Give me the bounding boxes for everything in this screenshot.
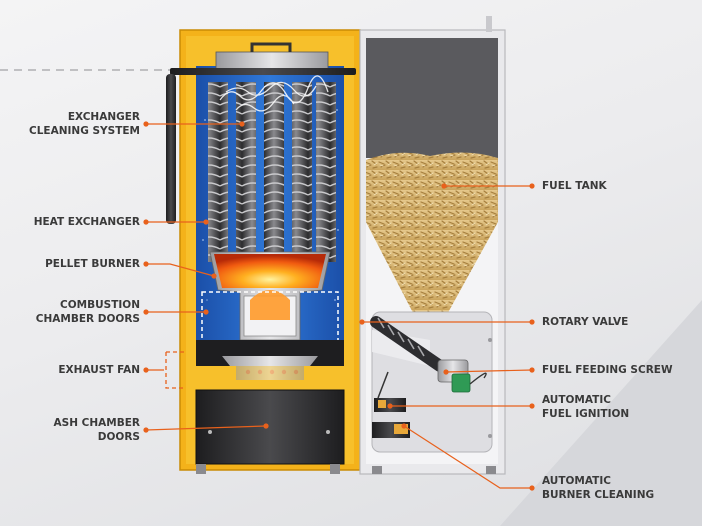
tank-foot-right [486,466,496,474]
label-exhaust-fan: EXHAUST FAN [58,364,140,376]
label-heat-exchanger: HEAT EXCHANGER [33,216,140,228]
cleaning-lever-bar [170,68,356,75]
control-cable [469,372,487,385]
boiler-unit [166,29,361,474]
exchanger-tubes [208,82,336,262]
callout-lines [145,123,533,489]
pellet-fill [366,152,498,338]
control-module [451,373,471,393]
tank-screw [488,338,492,342]
callout-line-ash-doors [145,425,267,431]
ash-door-latch-right[interactable] [326,430,330,434]
callout-line-burner-cleaning [403,425,532,489]
lid-handle [250,42,292,52]
ignition-wire [377,371,389,399]
label-rotary-valve: ROTARY VALVE [542,316,629,328]
fan-shroud [222,356,318,366]
cleaning-lever-handle [166,74,176,224]
burner-flame-core [250,290,290,320]
label-fuel-feeding-screw: FUEL FEEDING SCREW [542,364,673,376]
callout-dots [143,121,535,491]
burner-cleaning-motor [394,424,408,434]
fan-body [236,366,304,380]
fuel-tank-unit [359,16,506,475]
background-shade [500,300,702,526]
boiler-foot-left [196,464,206,474]
tank-headspace [366,38,498,158]
callout-line-feeding-screw [445,369,533,373]
steam-wisps [219,75,329,112]
label-fuel-tank: FUEL TANK [542,180,607,192]
exchanger-lid [215,51,329,71]
callout-line-pellet-burner [146,263,215,277]
water-bubbles [202,89,339,301]
tank-screw [488,434,492,438]
ignition-element [378,400,386,408]
boiler-foot-right [330,464,340,474]
hopper-outlet [372,330,430,366]
ash-door-latch-left[interactable] [208,430,212,434]
flame [214,254,326,288]
tank-vent-pipe [486,16,492,32]
label-pellet-burner: PELLET BURNER [45,258,140,270]
feeding-screw [370,316,446,372]
exhaust-fan-bracket [165,351,186,389]
tank-foot-left [372,466,382,474]
